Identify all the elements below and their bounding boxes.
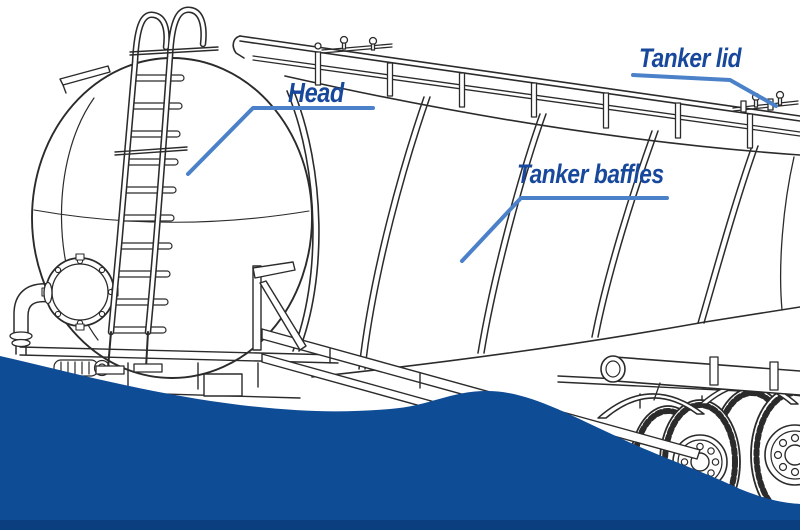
support-bracket — [252, 261, 307, 351]
rear-discharge-pipe — [600, 355, 800, 401]
front-platform-slat — [59, 65, 111, 94]
top-walkway-railing — [232, 35, 800, 149]
manway-flange — [41, 253, 119, 331]
lid-label: Tanker lid — [639, 43, 742, 73]
rail-front-hook — [232, 35, 245, 59]
baffle-seam-lines — [358, 96, 759, 370]
leader-lines — [186, 73, 778, 263]
head-label: Head — [288, 77, 344, 108]
wave-overlay — [0, 356, 800, 530]
ladder — [95, 6, 219, 375]
wave-shadow-strip — [0, 520, 800, 530]
baffles-label: Tanker baffles — [517, 159, 664, 189]
landing-gear-foot — [203, 373, 243, 397]
head-leader-line — [186, 106, 375, 176]
wave-shape — [0, 356, 800, 530]
discharge-elbow-pipe — [9, 281, 53, 355]
tank-shell — [284, 75, 800, 378]
baffles-leader-line — [460, 196, 669, 263]
manhole-lid-fittings-front — [314, 35, 393, 54]
lid-leader-line — [631, 73, 778, 108]
